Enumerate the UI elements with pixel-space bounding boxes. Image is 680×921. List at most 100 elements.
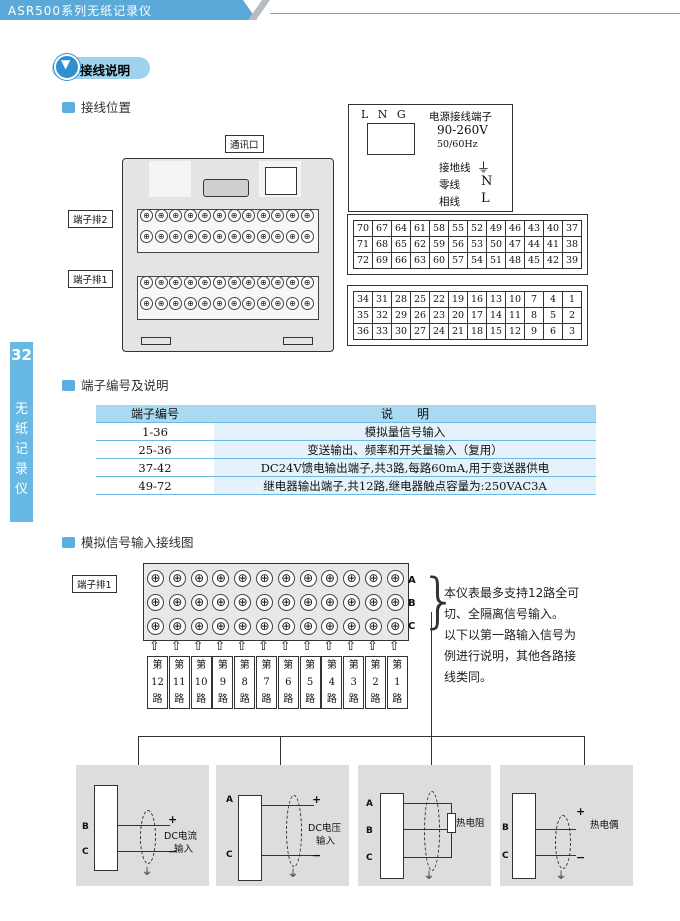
screw-icon: ⊕ <box>183 276 197 289</box>
screw-icon: ⊕ <box>168 618 186 635</box>
screw-icon: ⊕ <box>212 618 230 635</box>
screw-icon: ⊕ <box>213 230 226 243</box>
subheading-text: 模拟信号输入接线图 <box>81 535 194 550</box>
terminal-number: 2 <box>562 307 582 324</box>
terminal-number: 71 <box>353 236 373 253</box>
screw-icon: ⊕ <box>299 618 317 635</box>
channel-label-part: 路 <box>152 694 163 705</box>
screw-icon: ⊕ <box>256 594 273 611</box>
screw-icon: ⊕ <box>213 297 226 310</box>
up-arrow-icon: ⇧ <box>170 639 182 654</box>
ground-icon: ⏚ <box>424 871 434 882</box>
table-cell: DC24V馈电输出端子,共3路,每路60mA,用于变送器供电 <box>214 458 596 477</box>
screw-icon: ⊕ <box>154 209 168 222</box>
screw-icon: ⊕ <box>299 570 317 587</box>
power-terminal-block <box>265 167 297 195</box>
channel-label-part: 4 <box>328 677 336 688</box>
terminal-number: 21 <box>448 323 468 340</box>
terminal-letter: A <box>366 799 373 809</box>
terminal-number: 60 <box>429 252 449 269</box>
terminal-number: 58 <box>429 220 449 237</box>
device-rear-panel <box>122 158 334 352</box>
terminal-letter: C <box>226 850 233 860</box>
screw-icon: ⊕ <box>168 570 186 587</box>
terminal-number: 33 <box>372 323 392 340</box>
terminal-letter: B <box>82 822 89 832</box>
terminal-number: 61 <box>410 220 430 237</box>
channel-label-part: 7 <box>263 677 270 688</box>
terminal-number: 55 <box>448 220 468 237</box>
terminal-number: 42 <box>543 252 563 269</box>
plus-sign: + <box>576 805 586 818</box>
header-title: ASR500系列无纸记录仪 <box>8 4 153 18</box>
connector-line <box>584 736 585 765</box>
channel-label-part: 9 <box>219 677 227 688</box>
terminal-strip-1 <box>143 563 409 641</box>
screw-icon: ⊕ <box>343 594 361 611</box>
terminal-number: 50 <box>486 236 506 253</box>
subheading-analog-wiring: 模拟信号输入接线图 <box>62 532 194 551</box>
up-arrow-icon: ⇧ <box>301 639 313 654</box>
terminal-letter: C <box>502 851 509 861</box>
terminal-number: 11 <box>505 307 525 324</box>
page-number: 32 <box>11 346 32 364</box>
screw-icon: ⊕ <box>321 594 339 611</box>
screw-icon: ⊕ <box>147 570 164 587</box>
channel-label-part: 第 <box>196 660 207 671</box>
up-arrow-icon: ⇧ <box>323 639 335 654</box>
screw-icon: ⊕ <box>169 297 183 310</box>
brace-icon: } <box>420 566 459 636</box>
terminal-number: 12 <box>505 323 525 340</box>
table-cell: 25-36 <box>96 440 214 459</box>
subheading-terminal-numbers: 端子编号及说明 <box>62 375 169 394</box>
screw-icon: ⊕ <box>271 230 285 243</box>
terminal-letter: C <box>366 853 373 863</box>
up-arrow-icon: ⇧ <box>345 639 357 654</box>
terminal-number: 20 <box>448 307 468 324</box>
screw-icon: ⊕ <box>256 297 270 310</box>
wiring-note: 本仪表最多支持12路全可 切、全隔离信号输入。 以下以第一路输入信号为 例进行说… <box>444 583 644 688</box>
screw-icon: ⊕ <box>227 297 241 310</box>
up-arrow-icon: ⇧ <box>258 639 269 654</box>
side-tab: 32 无纸记录仪 <box>10 342 33 522</box>
panel-label: DC电压 <box>308 823 341 834</box>
table-row: 49-72 继电器输出端子,共12路,继电器触点容量为:250VAC3A <box>96 476 596 495</box>
shield-loop <box>286 795 302 867</box>
channel-label-part: 第 <box>370 660 381 671</box>
terminal-number: 53 <box>467 236 487 253</box>
terminal-number: 63 <box>410 252 430 269</box>
terminal-number: 5 <box>543 307 563 324</box>
channel-label-part: 10 <box>194 677 208 688</box>
channel-label-part: 12 <box>151 677 164 688</box>
note-line: 切、全隔离信号输入。 <box>444 607 565 621</box>
table-cell: 继电器输出端子,共12路,继电器触点容量为:250VAC3A <box>214 476 596 495</box>
panel-thermocouple: B C + − 热电偶 ⏚ <box>500 765 633 886</box>
terminal-number: 24 <box>429 323 449 340</box>
terminal-row-1-label: 端子排1 <box>68 270 113 288</box>
serial-port-icon <box>203 179 249 197</box>
screw-icon: ⊕ <box>386 594 404 611</box>
panel-label: 热电偶 <box>590 820 619 831</box>
screw-icon: ⊕ <box>256 570 273 587</box>
channel-label-part: 路 <box>392 694 403 705</box>
connector-line <box>280 736 281 765</box>
up-arrow-icon: ⇧ <box>236 639 248 654</box>
terminal-number: 6 <box>543 323 563 340</box>
terminal-icon <box>238 795 262 881</box>
device-foot <box>283 337 313 345</box>
channel-label-part: 第 <box>392 660 403 671</box>
panel-label: 输入 <box>316 836 336 847</box>
screw-icon: ⊕ <box>169 230 183 243</box>
header-bar: ASR500系列无纸记录仪 <box>0 0 680 20</box>
terminal-number: 46 <box>505 220 525 237</box>
table-header-cell: 说 明 <box>214 405 596 423</box>
screw-icon: ⊕ <box>227 209 241 222</box>
section-title: 接线说明 <box>80 63 131 78</box>
terminal-number: 9 <box>524 323 544 340</box>
